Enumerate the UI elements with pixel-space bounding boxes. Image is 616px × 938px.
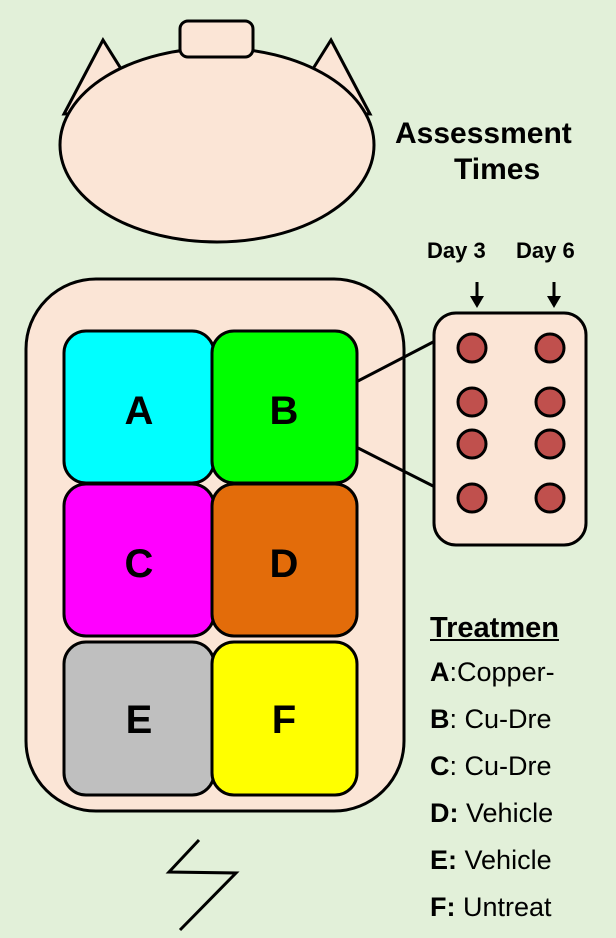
treatment-item-e: E: Vehicle bbox=[430, 844, 616, 891]
treatment-item-b: B: Cu-Dre bbox=[430, 703, 616, 750]
wound bbox=[456, 482, 488, 514]
assessment-title: Assessment Times bbox=[390, 116, 616, 188]
treatment-sep: : bbox=[449, 751, 465, 781]
treatment-item-a: A:Copper- bbox=[430, 656, 616, 703]
treatment-item-f: F: Untreat bbox=[430, 891, 616, 938]
wound-grid bbox=[456, 332, 566, 514]
treatment-text: Copper- bbox=[457, 657, 555, 687]
zoom-line-top bbox=[357, 338, 438, 383]
treatment-sep bbox=[455, 892, 463, 922]
day6-label: Day 6 bbox=[516, 238, 575, 263]
treatment-text: Cu-Dre bbox=[464, 751, 552, 781]
patch-label-c: C bbox=[125, 542, 154, 586]
wound bbox=[456, 428, 488, 460]
treatment-key: B bbox=[430, 704, 450, 734]
treatment-key: C bbox=[430, 751, 450, 781]
patch-label-d: D bbox=[270, 542, 299, 586]
treatment-sep bbox=[459, 798, 467, 828]
wound bbox=[456, 332, 488, 364]
wound bbox=[534, 482, 566, 514]
treatments-heading: Treatmen bbox=[430, 612, 559, 644]
treatment-text: Vehicle bbox=[464, 845, 552, 875]
treatment-text: Untreat bbox=[463, 892, 552, 922]
treatment-text: Cu-Dre bbox=[464, 704, 552, 734]
zoom-line-bottom bbox=[357, 446, 438, 490]
wound bbox=[534, 332, 566, 364]
treatment-sep bbox=[457, 845, 465, 875]
treatment-key: A bbox=[430, 657, 450, 687]
patch-label-e: E bbox=[126, 698, 153, 742]
assessment-title-line2: Times bbox=[454, 153, 541, 186]
day3-arrow bbox=[470, 282, 484, 308]
treatment-key: F: bbox=[430, 892, 456, 922]
treatment-sep: : bbox=[449, 704, 465, 734]
pig-head bbox=[58, 46, 376, 244]
wound bbox=[534, 386, 566, 418]
treatment-item-c: C: Cu-Dre bbox=[430, 750, 616, 797]
patch-label-a: A bbox=[125, 389, 154, 433]
patch-label-b: B bbox=[270, 389, 299, 433]
day3-label: Day 3 bbox=[427, 238, 486, 263]
wound bbox=[456, 386, 488, 418]
treatment-key: E: bbox=[430, 845, 457, 875]
day6-arrow bbox=[547, 282, 561, 308]
assessment-title-line1: Assessment bbox=[395, 117, 572, 150]
treatment-sep: : bbox=[449, 657, 458, 687]
treatment-item-d: D: Vehicle bbox=[430, 797, 616, 844]
treatment-key: D: bbox=[430, 798, 459, 828]
patch-d bbox=[210, 482, 359, 638]
pig-snout bbox=[178, 19, 255, 59]
wound bbox=[534, 428, 566, 460]
treatment-text: Vehicle bbox=[466, 798, 554, 828]
patch-label-f: F bbox=[272, 698, 296, 742]
pig-tail bbox=[165, 838, 240, 932]
patch-f bbox=[210, 640, 359, 797]
treatments-list: A:Copper- B: Cu-Dre C: Cu-Dre D: Vehicle… bbox=[430, 656, 616, 938]
